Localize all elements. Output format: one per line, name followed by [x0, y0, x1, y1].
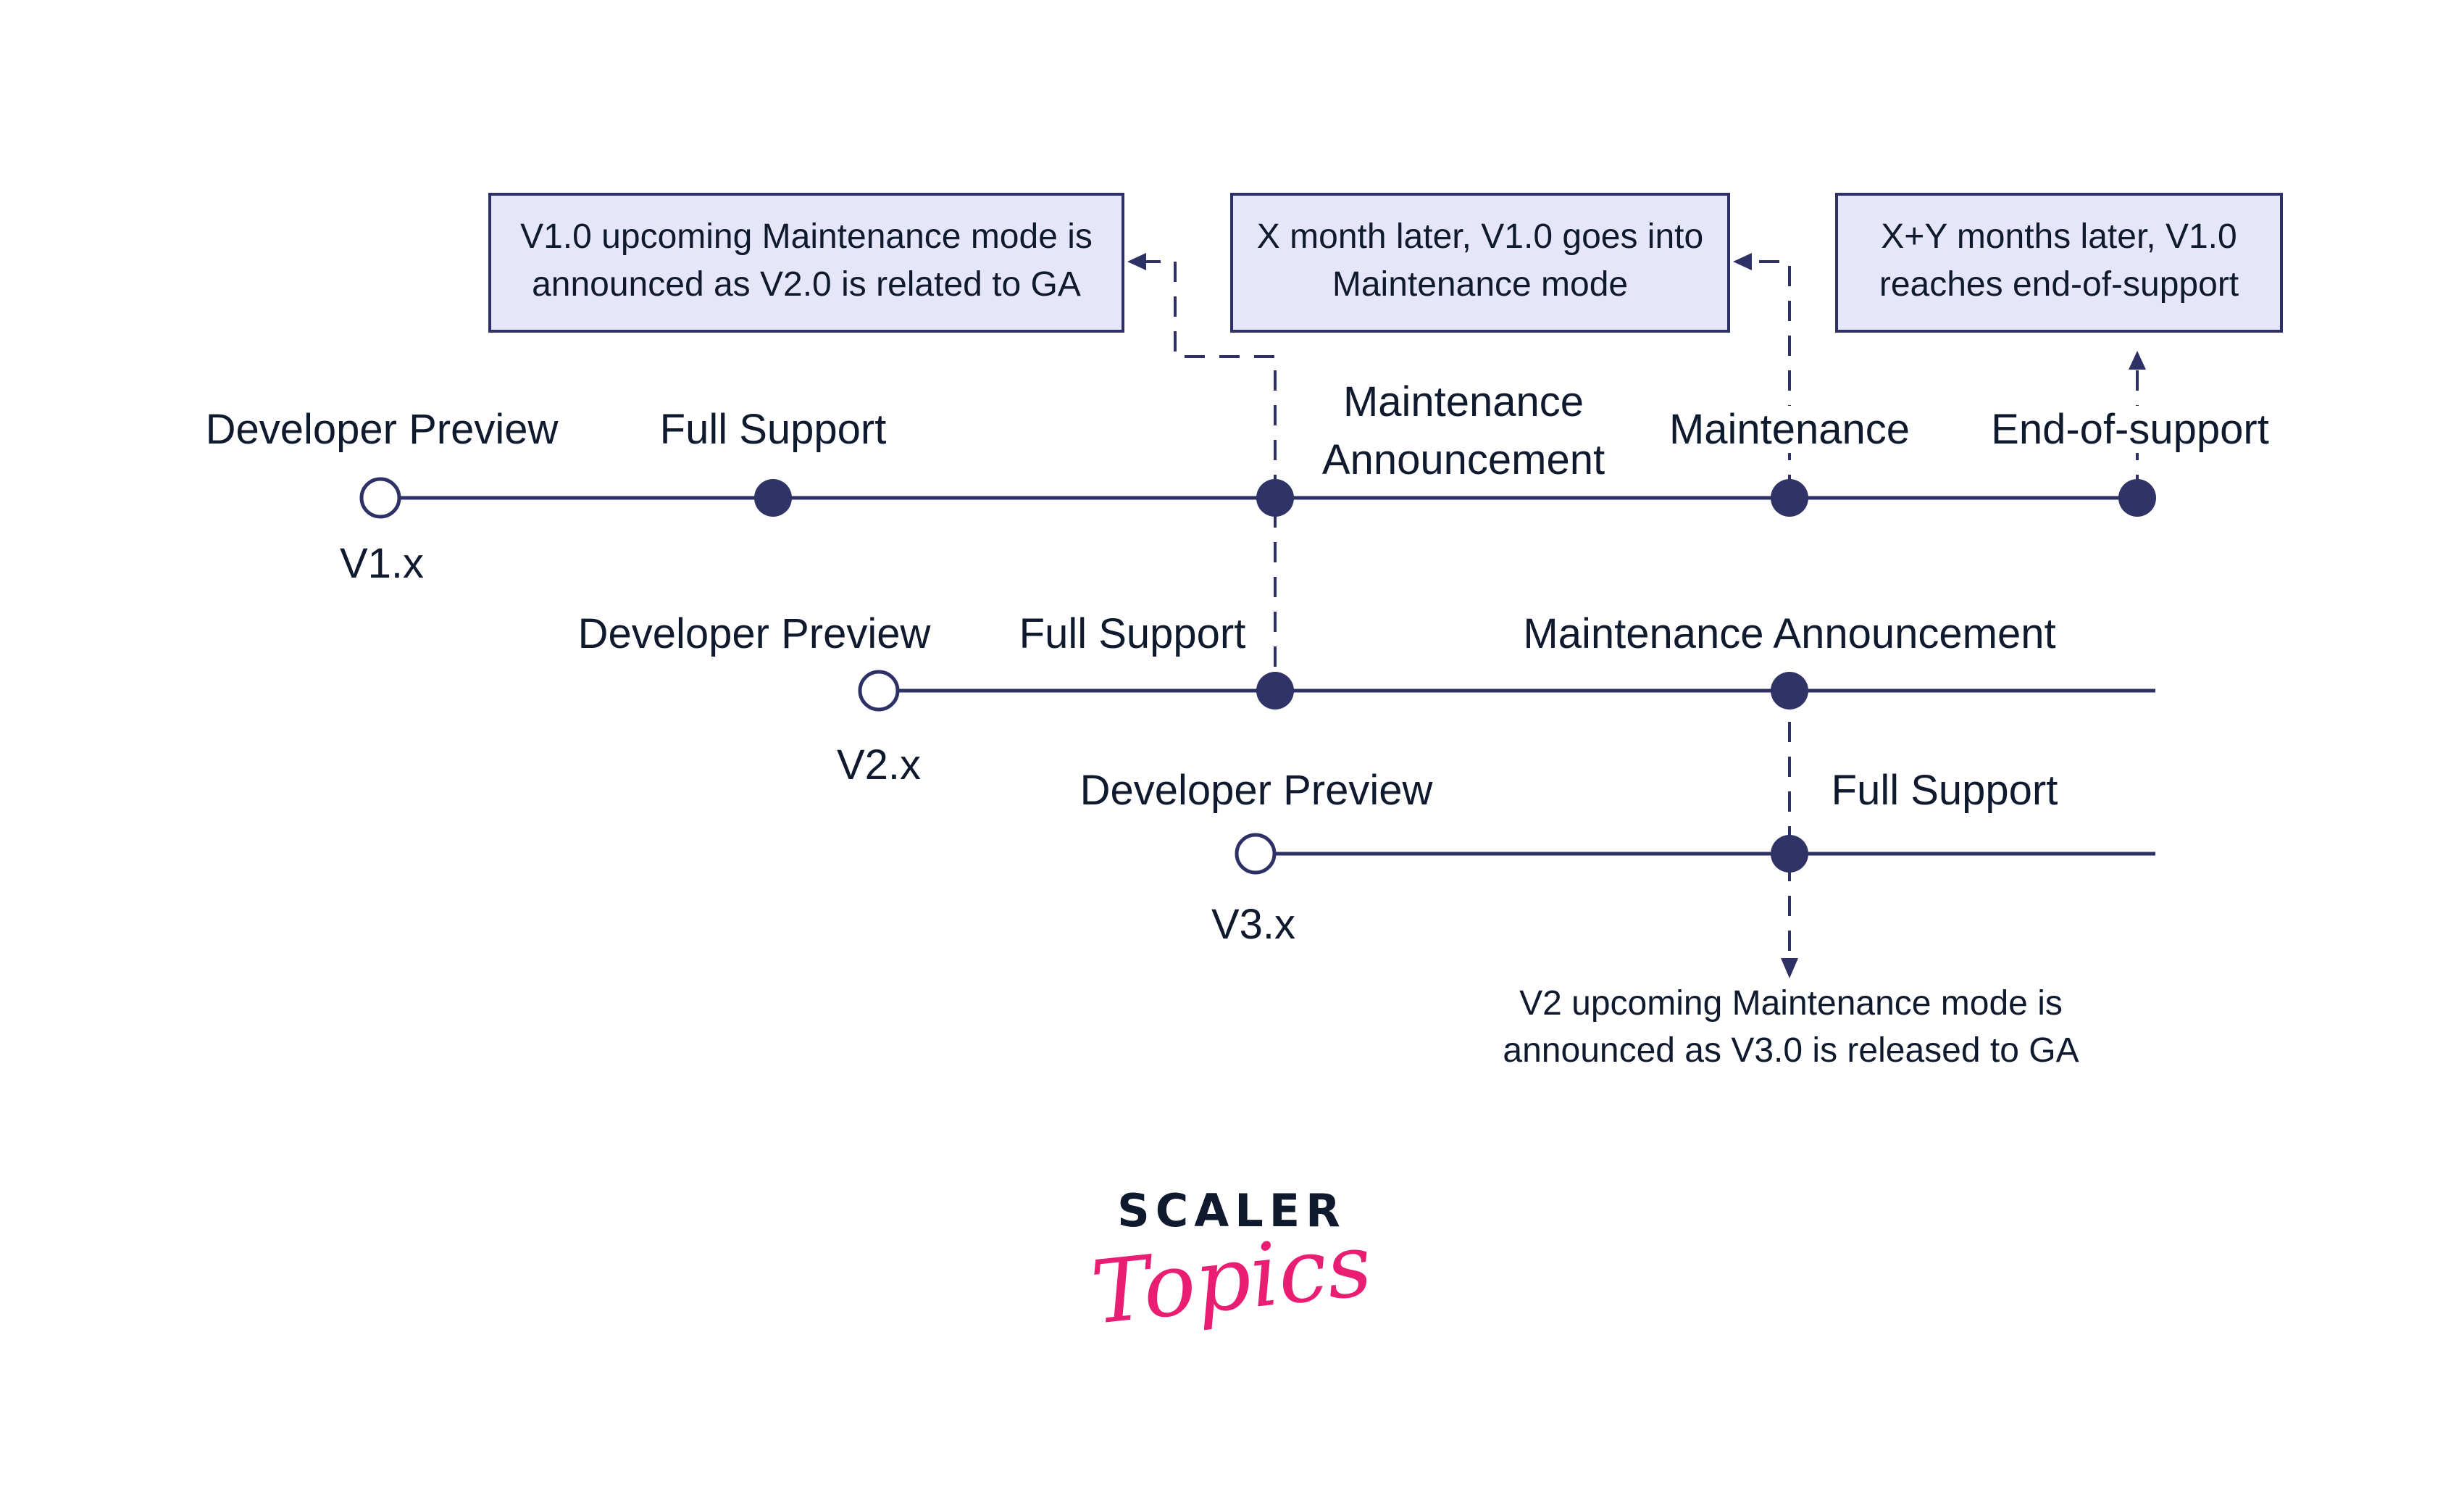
stage-label: End-of-support: [1991, 406, 2269, 453]
stage-label: Developer Preview: [578, 610, 932, 657]
stage-label: Full Support: [1832, 767, 2058, 814]
node-v3-developer-preview: [1235, 833, 1277, 875]
stage-label: Developer Preview: [206, 406, 559, 453]
timeline-v1: Developer Preview Full Support Maintenan…: [206, 377, 2286, 587]
note-text-line: V2 upcoming Maintenance mode is: [1519, 984, 2063, 1023]
arrow-left-icon: [1127, 253, 1146, 270]
logo-wordmark-scaler: SCALER: [1117, 1184, 1346, 1237]
stage-label: Maintenance Announcement: [1523, 610, 2055, 657]
callout-text-line: announced as V2.0 is related to GA: [532, 265, 1081, 304]
arrow-left-icon: [1733, 253, 1752, 270]
timeline-v2: Developer Preview Full Support Maintenan…: [578, 610, 2155, 788]
stage-label: Announcement: [1322, 436, 1605, 483]
arrow-down-icon: [1781, 958, 1798, 978]
node-v2-developer-preview: [858, 670, 900, 712]
connector-end-of-support-to-callout: [2129, 351, 2146, 495]
callout-v1-goes-into-maintenance: X month later, V1.0 goes into Maintenanc…: [1230, 193, 1730, 333]
stage-label: Full Support: [660, 406, 887, 453]
node-v1-maintenance: [1771, 479, 1808, 517]
logo-wordmark-topics: Topics: [1087, 1215, 1377, 1344]
callout-text-line: V1.0 upcoming Maintenance mode is: [520, 217, 1093, 256]
callout-v1-end-of-support: X+Y months later, V1.0 reaches end-of-su…: [1835, 193, 2283, 333]
connector-maintenance-to-callout: [1733, 253, 1791, 495]
node-v1-developer-preview: [359, 477, 401, 519]
timeline-v3: Developer Preview Full Support V3.x: [1080, 767, 2155, 948]
connector-maint-announcement-to-callout: [1127, 253, 1277, 495]
callout-text-line: X month later, V1.0 goes into: [1257, 217, 1703, 256]
connector-v2-maint-to-v3-note: [1781, 687, 1798, 978]
callout-v1-maintenance-announced: V1.0 upcoming Maintenance mode is announ…: [488, 193, 1124, 333]
callout-text-line: reaches end-of-support: [1879, 265, 2239, 304]
callout-text-line: X+Y months later, V1.0: [1881, 217, 2237, 256]
note-text-line: announced as V3.0 is released to GA: [1503, 1031, 2079, 1070]
node-v1-maintenance-announcement: [1256, 479, 1294, 517]
version-label: V3.x: [1211, 901, 1295, 948]
version-label: V2.x: [837, 741, 921, 788]
version-label: V1.x: [340, 540, 424, 587]
scaler-topics-logo: SCALER Topics: [1087, 1184, 1377, 1344]
node-v3-full-support: [1771, 835, 1808, 873]
stage-label: Maintenance: [1669, 406, 1910, 453]
node-v2-full-support: [1256, 672, 1294, 710]
stage-label: Developer Preview: [1080, 767, 1434, 814]
node-v2-maintenance-announcement: [1771, 672, 1808, 710]
stage-label: Maintenance: [1343, 378, 1584, 425]
callout-text-line: Maintenance mode: [1332, 265, 1628, 304]
node-v1-full-support: [754, 479, 792, 517]
node-v1-end-of-support: [2118, 479, 2156, 517]
note-v2-maintenance-announced: V2 upcoming Maintenance mode is announce…: [1503, 984, 2079, 1070]
arrow-up-icon: [2129, 351, 2146, 370]
stage-label: Full Support: [1019, 610, 1246, 657]
